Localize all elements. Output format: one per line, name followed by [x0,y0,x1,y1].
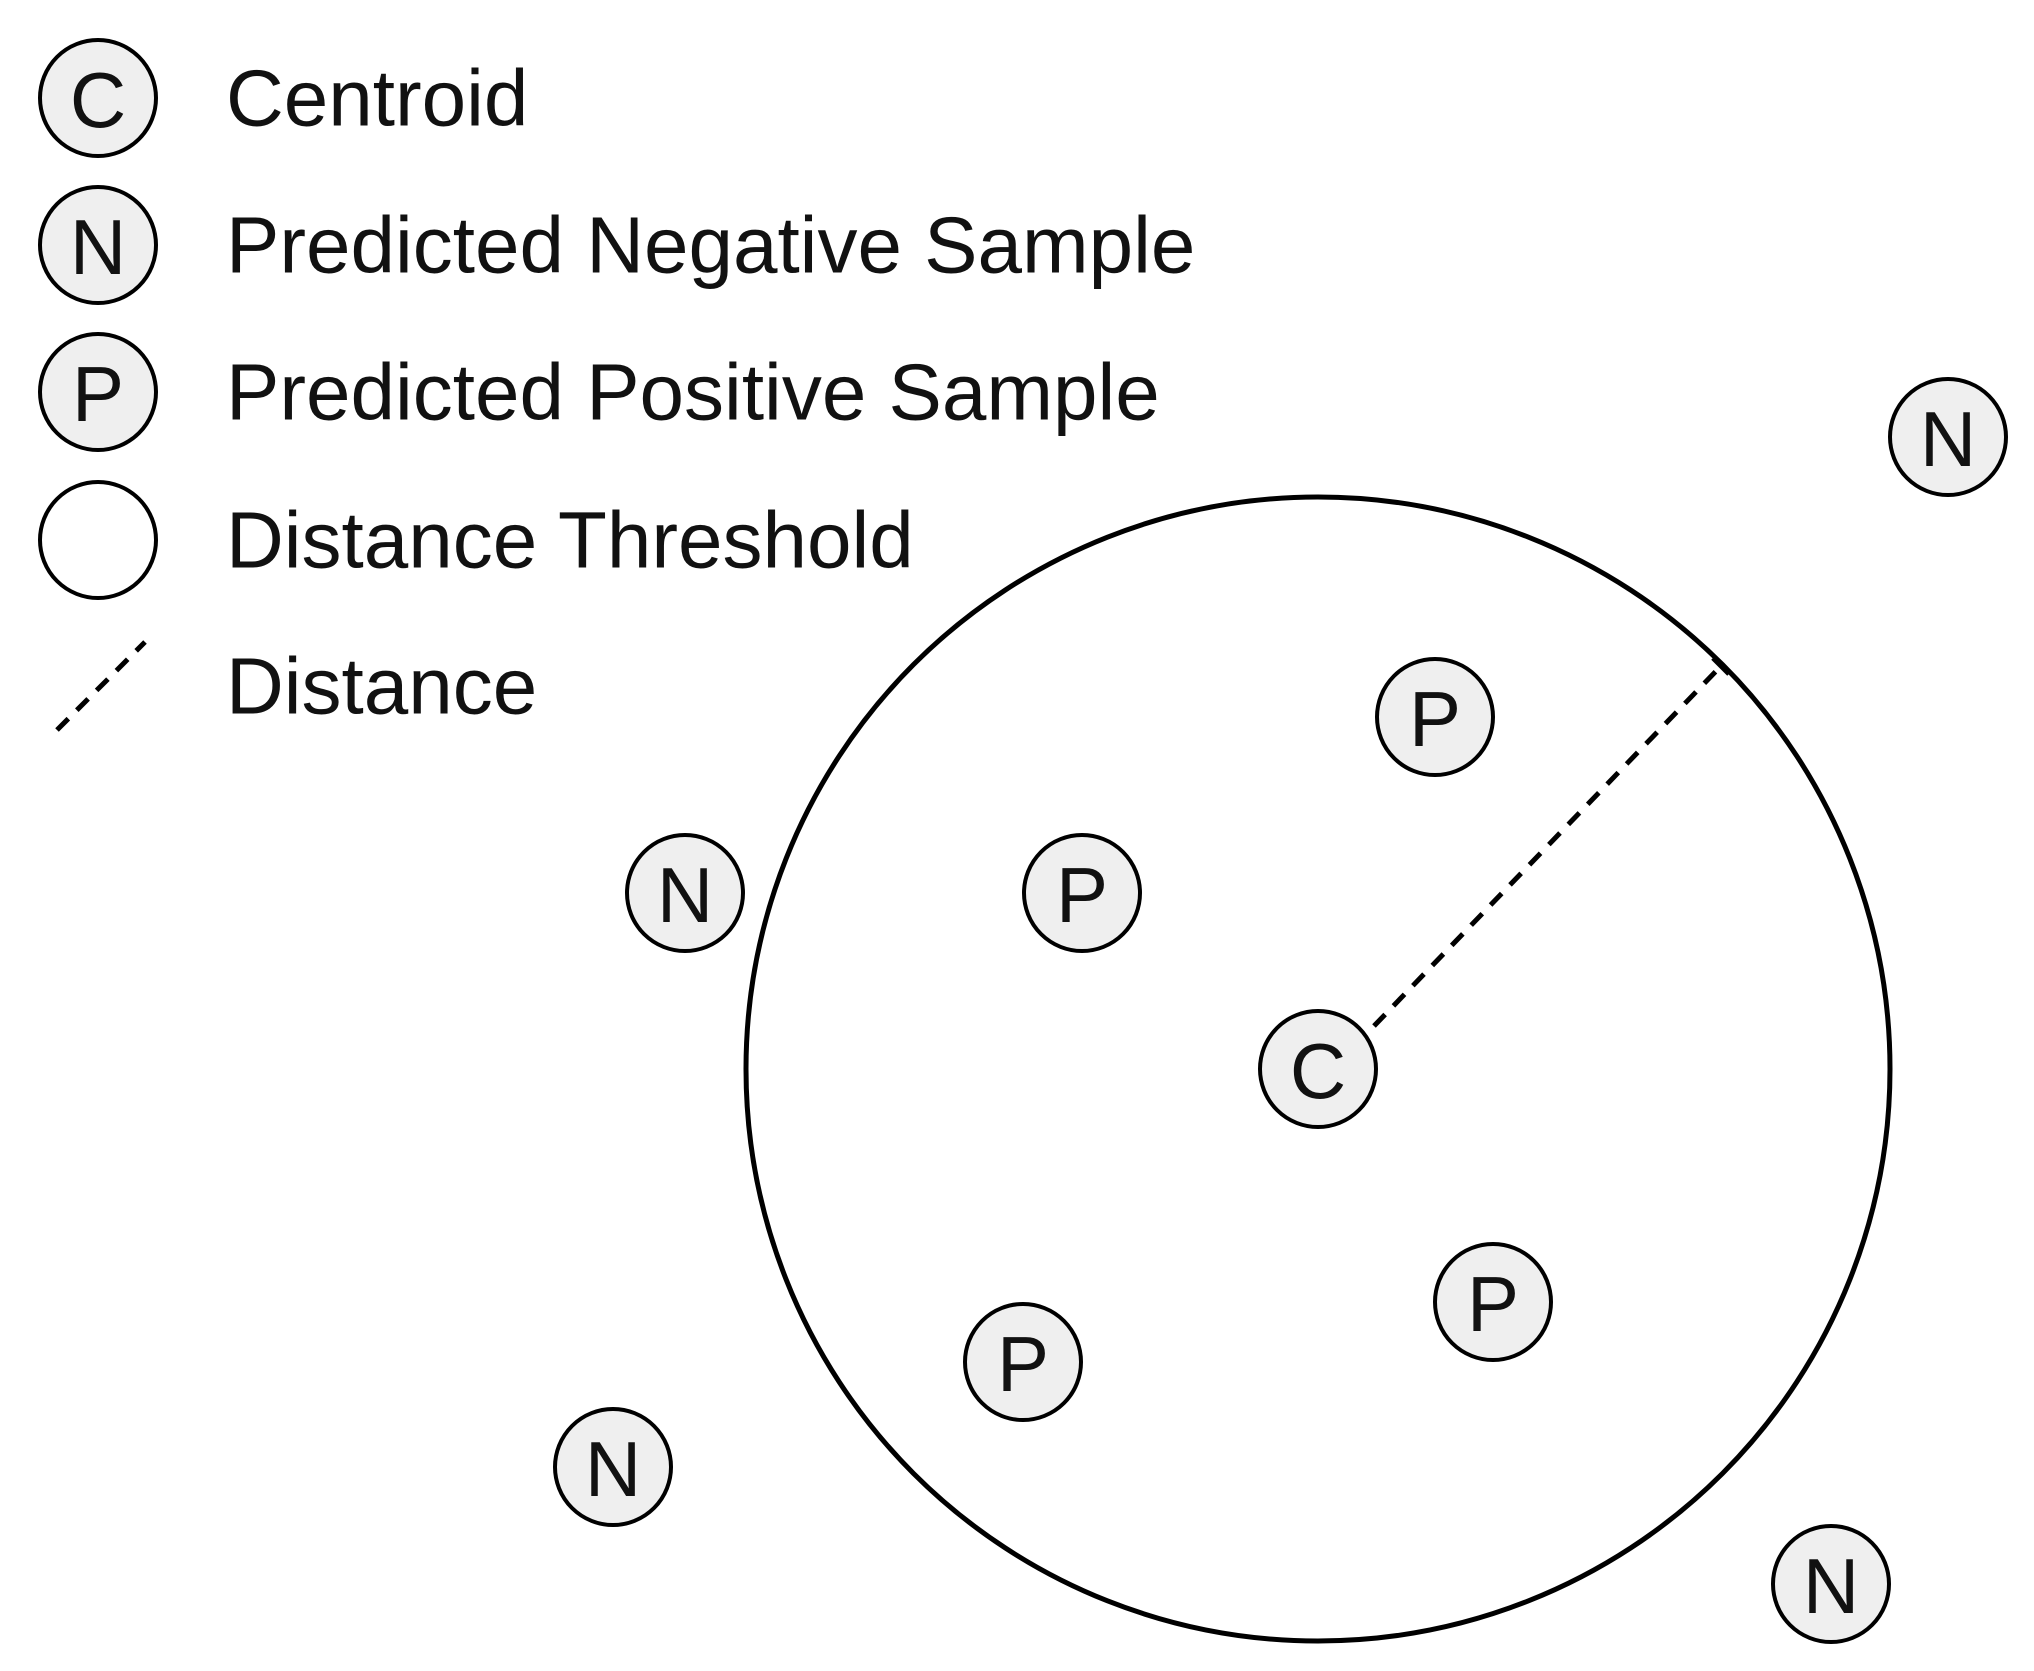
legend-centroid-icon [38,38,158,158]
legend-positive-label: Predicted Positive Sample [226,348,1160,437]
positive-sample-symbol: P [997,1320,1049,1408]
legend-distance-label: Distance [226,642,537,731]
negative-sample-node: N [1771,1524,1891,1644]
legend-threshold-label: Distance Threshold [226,496,914,585]
legend-centroid: C Centroid [38,38,528,158]
legend: C Centroid N Predicted Negative Sample P… [38,38,1195,732]
positive-sample-symbol: P [1467,1260,1519,1348]
positive-sample-node: P [963,1302,1083,1422]
legend-negative: N Predicted Negative Sample [38,185,1195,305]
legend-negative-symbol: N [70,203,126,291]
centroid-symbol: C [1290,1027,1346,1115]
centroid-node: C [1258,1009,1378,1129]
negative-sample-symbol: N [657,851,713,939]
legend-distance: Distance [55,640,537,732]
legend-distance-icon [55,640,147,732]
positive-sample-node: P [1433,1242,1553,1362]
legend-negative-icon [38,185,158,305]
legend-threshold: Distance Threshold [38,480,914,600]
positive-sample-symbol: P [1056,851,1108,939]
positive-sample-symbol: P [1409,675,1461,763]
distance-end-tick [1711,656,1731,676]
negative-sample-node: N [1888,377,2008,497]
legend-positive-symbol: P [72,350,124,438]
negative-sample-node: N [625,833,745,953]
negative-sample-symbol: N [1803,1542,1859,1630]
negative-sample-node: N [553,1407,673,1527]
legend-positive-icon [38,332,158,452]
legend-centroid-label: Centroid [226,54,528,143]
negative-sample-symbol: N [585,1425,641,1513]
legend-centroid-symbol: C [70,56,126,144]
positive-sample-node: P [1375,657,1495,777]
legend-positive: P Predicted Positive Sample [38,332,1160,452]
positive-sample-node: P [1022,833,1142,953]
negative-sample-symbol: N [1920,395,1976,483]
legend-negative-label: Predicted Negative Sample [226,201,1195,290]
legend-threshold-icon [38,480,158,600]
distance-threshold-circle [743,494,1893,1644]
